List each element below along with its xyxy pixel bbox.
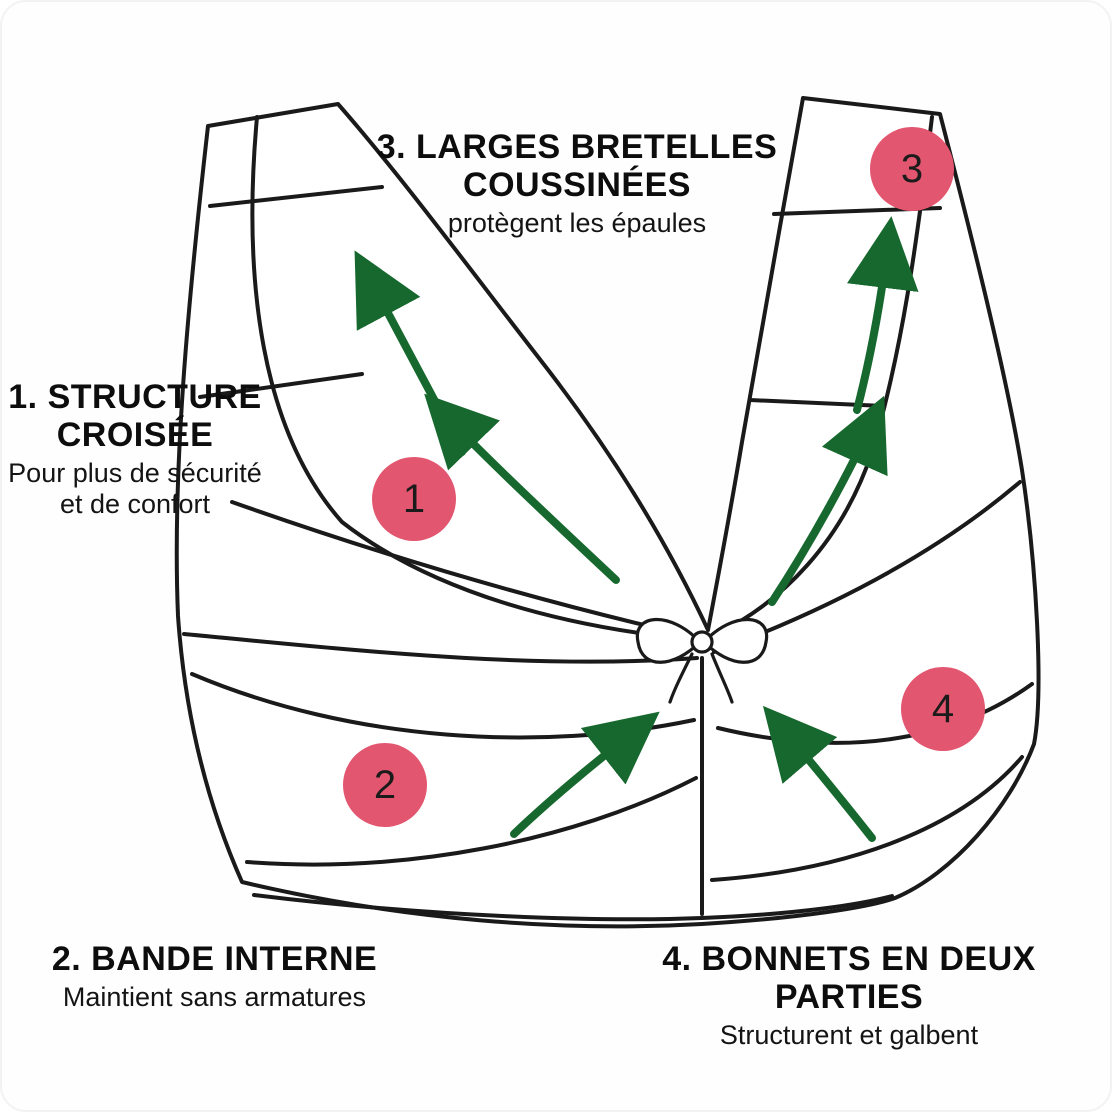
left-strap-seam-top xyxy=(208,185,384,208)
callout-1-title-line2: CROISÉE xyxy=(56,416,214,455)
callout-badge-3: 3 xyxy=(870,127,954,211)
arrow-bottom-center xyxy=(510,711,660,838)
callout-badge-1: 1 xyxy=(372,457,456,541)
callout-3-title-line1: 3. LARGES BRETELLES xyxy=(376,128,778,166)
arrow-right-strap-upper xyxy=(847,216,919,414)
callout-3-subtitle: protègent les épaules xyxy=(447,208,707,239)
badge-number-4: 4 xyxy=(931,686,955,731)
callout-2-title: 2. BANDE INTERNE xyxy=(51,940,378,978)
center-bow-icon xyxy=(635,617,769,704)
arrow-left-strap-lower xyxy=(424,393,620,584)
badge-number-2: 2 xyxy=(373,762,397,807)
callout-1-title-line1: 1. STRUCTURE xyxy=(8,378,262,416)
callout-2-subtitle: Maintient sans armatures xyxy=(62,982,367,1013)
callout-1: 1. STRUCTURE CROISÉE Pour plus de sécuri… xyxy=(4,378,266,520)
arrow-bottom-right xyxy=(762,705,876,842)
callout-4: 4. BONNETS EN DEUX PARTIES Structurent e… xyxy=(594,940,1104,1051)
direction-arrows xyxy=(354,216,919,842)
callout-4-subtitle: Structurent et galbent xyxy=(719,1020,979,1051)
callout-badge-2: 2 xyxy=(343,743,427,827)
callout-4-title: 4. BONNETS EN DEUX PARTIES xyxy=(662,940,1036,1017)
right-underwire xyxy=(710,755,1024,882)
arrow-right-strap-lower xyxy=(768,395,888,606)
badge-number-1: 1 xyxy=(402,476,426,521)
callout-3-title-line2: COUSSINÉES xyxy=(463,166,691,205)
callout-2: 2. BANDE INTERNE Maintient sans armature… xyxy=(27,940,402,1013)
left-cup-top-edge xyxy=(182,632,699,664)
callout-1-subtitle-line2: et de confort xyxy=(59,489,211,520)
left-strap-seam-mid xyxy=(198,372,364,399)
left-underwire xyxy=(245,776,698,867)
left-strap-fold-line xyxy=(250,115,699,642)
callout-badge-4: 4 xyxy=(901,667,985,751)
band-top-line xyxy=(252,893,894,922)
badge-number-3: 3 xyxy=(900,146,924,191)
callout-1-subtitle-line1: Pour plus de sécurité xyxy=(8,458,262,489)
callout-3: 3. LARGES BRETELLES COUSSINÉES protègent… xyxy=(302,128,852,239)
